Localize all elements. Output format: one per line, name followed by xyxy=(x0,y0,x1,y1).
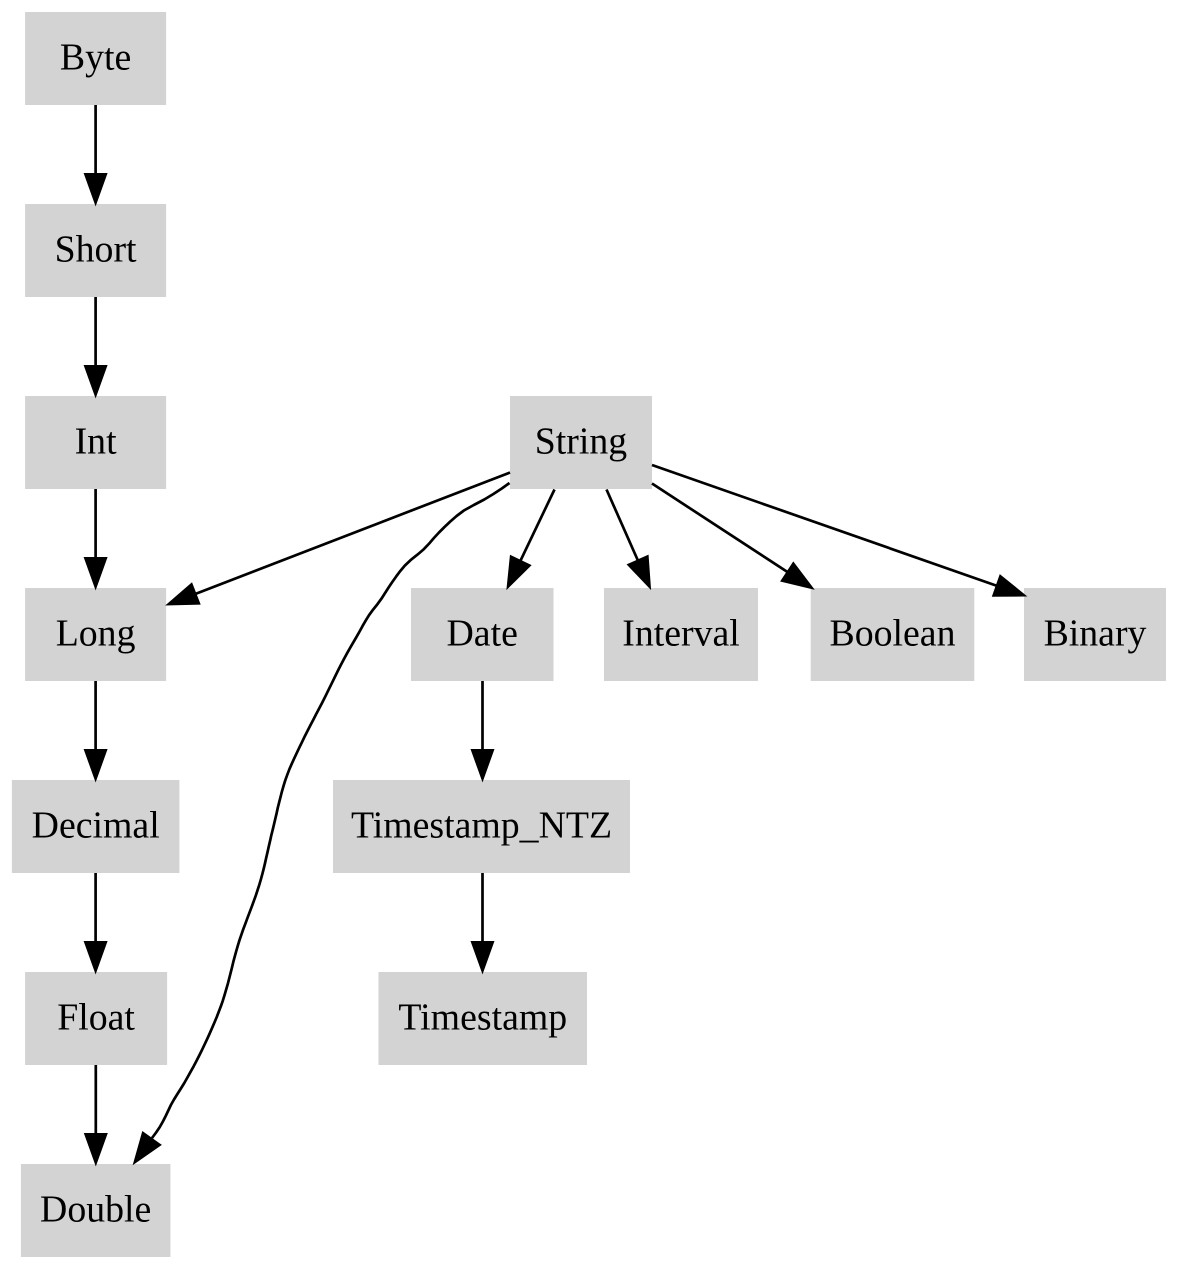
svg-text:Interval: Interval xyxy=(622,612,740,654)
svg-text:Byte: Byte xyxy=(60,36,131,78)
svg-text:Decimal: Decimal xyxy=(32,804,160,846)
svg-text:Boolean: Boolean xyxy=(830,612,956,654)
svg-text:Timestamp_NTZ: Timestamp_NTZ xyxy=(351,804,612,846)
svg-text:Timestamp: Timestamp xyxy=(398,996,567,1038)
svg-text:String: String xyxy=(535,420,628,462)
svg-text:Double: Double xyxy=(40,1188,151,1230)
svg-text:Int: Int xyxy=(75,420,117,462)
svg-text:Short: Short xyxy=(55,228,137,270)
svg-text:Date: Date xyxy=(447,612,518,654)
svg-text:Long: Long xyxy=(56,612,136,654)
svg-text:Binary: Binary xyxy=(1044,612,1147,654)
svg-text:Float: Float xyxy=(57,996,135,1038)
